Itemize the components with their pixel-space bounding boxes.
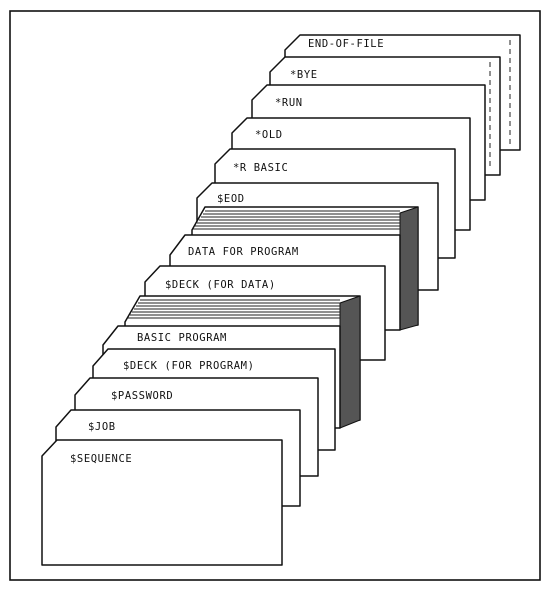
card-bye-label: *BYE bbox=[290, 69, 318, 81]
card-eod-label: $EOD bbox=[217, 193, 245, 205]
card-end-of-file-label: END-OF-FILE bbox=[308, 38, 384, 50]
card-deck-for-program-label: $DECK (FOR PROGRAM) bbox=[123, 360, 255, 372]
card-password-label: $PASSWORD bbox=[111, 390, 173, 402]
card-sequence: $SEQUENCE bbox=[42, 440, 282, 565]
program-stack-side bbox=[340, 296, 360, 428]
card-job-label: $JOB bbox=[88, 421, 116, 433]
card-deck-for-data-label: $DECK (FOR DATA) bbox=[165, 279, 276, 291]
data-stack-edge-hatching bbox=[193, 211, 400, 229]
program-stack-edge-hatching bbox=[128, 300, 340, 318]
card-old-label: *OLD bbox=[255, 129, 283, 141]
card-basic-program-label: BASIC PROGRAM bbox=[137, 332, 227, 344]
card-data-for-program-label: DATA FOR PROGRAM bbox=[188, 246, 299, 258]
data-stack-side bbox=[400, 207, 418, 330]
card-run-label: *RUN bbox=[275, 97, 303, 109]
card-sequence-label: $SEQUENCE bbox=[70, 453, 132, 465]
card-r-basic-label: *R BASIC bbox=[233, 162, 288, 174]
